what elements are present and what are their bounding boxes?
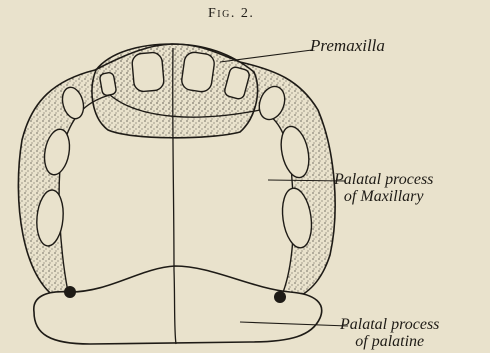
label-line: of palatine — [340, 334, 439, 351]
tooth — [181, 51, 216, 93]
tooth — [99, 72, 117, 96]
label-palatal-process-maxillary: Palatal process of Maxillary — [334, 172, 433, 206]
foramen — [64, 286, 76, 298]
figure-title: Fig. 2. — [208, 6, 254, 22]
label-line: Palatal process — [334, 172, 433, 189]
tooth — [131, 52, 164, 92]
foramen — [274, 291, 286, 303]
label-palatal-process-palatine: Palatal process of palatine — [340, 317, 439, 351]
label-premaxilla-text: Premaxilla — [310, 36, 385, 55]
leader-line-premaxilla — [220, 50, 312, 62]
label-premaxilla: Premaxilla — [310, 37, 385, 54]
label-line: Palatal process — [340, 317, 439, 334]
label-line: of Maxillary — [334, 189, 433, 206]
